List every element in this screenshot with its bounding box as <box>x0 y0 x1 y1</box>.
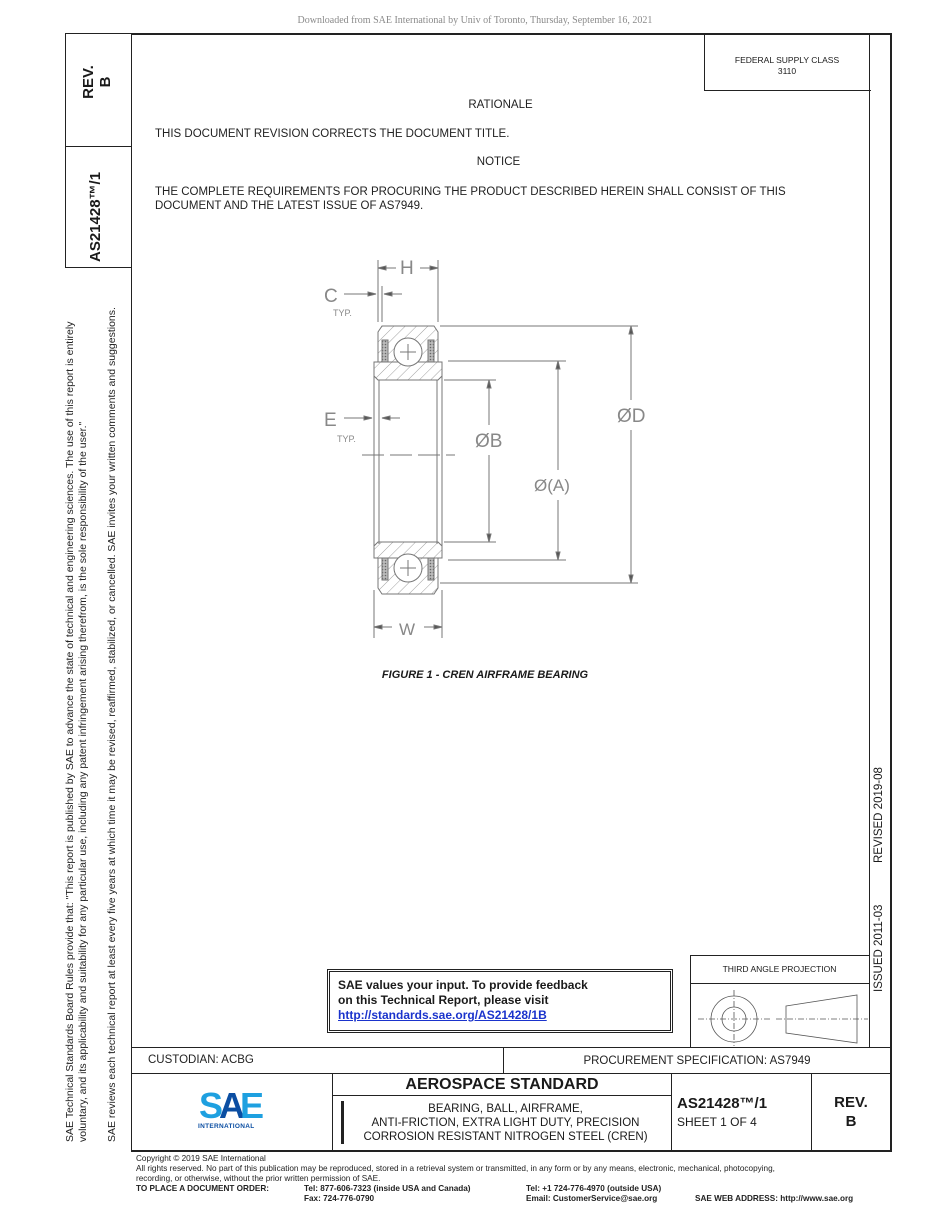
federal-supply-class: FEDERAL SUPPLY CLASS 3110 <box>734 55 840 76</box>
projection-symbol-icon <box>698 990 868 1046</box>
sae-logo: S A E INTERNATIONAL <box>132 1074 332 1150</box>
download-note: Downloaded from SAE International by Uni… <box>297 15 653 26</box>
issued-date: ISSUED 2011-03 <box>873 904 885 992</box>
feedback-link[interactable]: http://standards.sae.org/AS21428/1B <box>338 1008 547 1022</box>
left-rev-label: REV. B <box>80 65 114 99</box>
procurement-spec: PROCUREMENT SPECIFICATION: AS7949 <box>583 1055 811 1067</box>
title-revision: REV. B <box>834 1094 868 1130</box>
projection-label: THIRD ANGLE PROJECTION <box>722 964 837 974</box>
tel-outside: Tel: +1 724-776-4970 (outside USA) <box>526 1184 662 1193</box>
custodian: CUSTODIAN: ACBG <box>148 1054 254 1066</box>
figure-caption: FIGURE 1 - CREN AIRFRAME BEARING <box>381 669 589 681</box>
order-label: TO PLACE A DOCUMENT ORDER: <box>136 1184 269 1193</box>
document-title: BEARING, BALL, AIRFRAME, ANTI-FRICTION, … <box>363 1103 648 1143</box>
svg-text:E: E <box>240 1089 264 1121</box>
left-doc-number: AS21428™/1 <box>87 171 104 262</box>
svg-text:TYP.: TYP. <box>337 434 356 444</box>
web-address[interactable]: SAE WEB ADDRESS: http://www.sae.org <box>695 1194 854 1203</box>
tel-usa: Tel: 877-606-7323 (inside USA and Canada… <box>304 1184 471 1193</box>
revised-date: REVISED 2019-08 <box>873 767 885 863</box>
sheet-number: SHEET 1 OF 4 <box>677 1115 757 1129</box>
title-doc-number: AS21428™/1 <box>677 1095 768 1112</box>
svg-text:E: E <box>324 410 337 431</box>
email[interactable]: Email: CustomerService@sae.org <box>526 1194 658 1203</box>
review-notice-text: SAE reviews each technical report at lea… <box>106 307 118 1142</box>
sae-logo-icon: S A E <box>199 1089 264 1121</box>
footer: Copyright © 2019 SAE International All r… <box>136 1154 854 1203</box>
svg-text:ØB: ØB <box>475 431 502 452</box>
feedback-box: SAE values your input. To provide feedba… <box>327 969 673 1033</box>
rationale-text: THIS DOCUMENT REVISION CORRECTS THE DOCU… <box>155 128 510 140</box>
svg-text:C: C <box>324 286 338 307</box>
svg-text:ØD: ØD <box>617 406 646 427</box>
document-type: AEROSPACE STANDARD <box>405 1076 599 1093</box>
notice-heading: NOTICE <box>476 156 521 168</box>
svg-text:W: W <box>399 620 415 639</box>
svg-text:TYP.: TYP. <box>333 308 352 318</box>
svg-text:Ø(A): Ø(A) <box>534 476 570 495</box>
svg-text:H: H <box>400 258 414 279</box>
disclaimer-text: SAE Technical Standards Board Rules prov… <box>64 321 89 1142</box>
fax: Fax: 724-776-0790 <box>304 1194 375 1203</box>
bearing-drawing: H C TYP. E TYP. ØB Ø(A) ØD W <box>324 258 646 639</box>
notice-text: THE COMPLETE REQUIREMENTS FOR PROCURING … <box>155 186 786 212</box>
rationale-heading: RATIONALE <box>468 99 533 111</box>
